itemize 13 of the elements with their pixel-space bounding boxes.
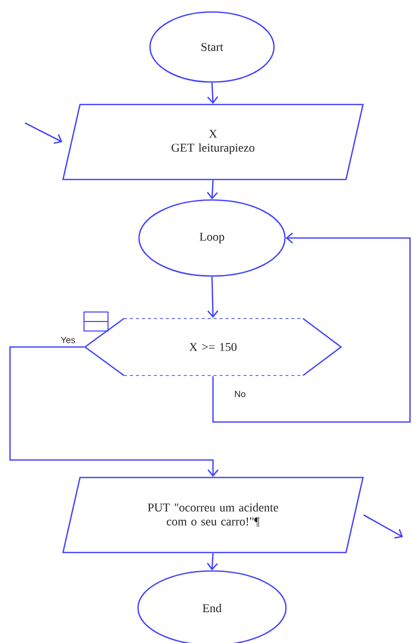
- arrow: [207, 276, 218, 318]
- arrow: [207, 82, 218, 104]
- arrow: [24, 122, 62, 144]
- arrow: [206, 180, 218, 200]
- edge-label: No: [233, 390, 247, 398]
- arrow: [9, 346, 218, 477]
- arrow: [206, 553, 218, 570]
- decision-hexagon: X >= 150: [84, 318, 342, 376]
- input-output-parallelogram: PUT "ocorreu um acidente com o seu carro!"¶: [62, 476, 364, 554]
- arrow: [363, 514, 403, 539]
- input-output-parallelogram: X GET leiturapiezo: [62, 104, 364, 180]
- arrow: [212, 232, 411, 423]
- edge-label: Yes: [60, 336, 76, 344]
